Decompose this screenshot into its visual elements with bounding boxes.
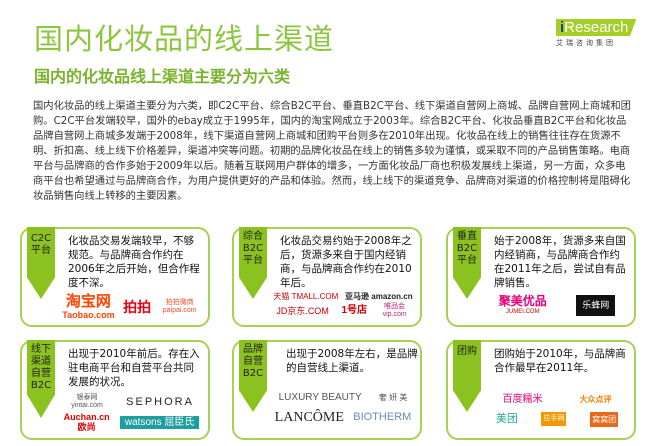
brand-logo: LANCÔME <box>274 409 344 425</box>
channel-desc: 出现于2008年左右，是品牌的自营线上渠道。 <box>286 348 418 374</box>
brand-logos: 百度糯米 大众点评 美团 拉手网 窝窝团 <box>486 394 628 427</box>
brand-logo: SEPHORA <box>126 395 194 408</box>
channel-card-vertical-b2c: 垂直B2C平台 始于2008年，货源多来自国内经销商，与品牌商合作约在2011年… <box>446 227 636 327</box>
channel-card-brand-b2c: 品牌自营B2C 出现于2008年左右，是品牌的自营线上渠道。 LUXURY BE… <box>232 340 422 440</box>
channel-tag: 团购 <box>453 340 481 412</box>
channel-card-group-buying: 团购 团购始于2010年，与品牌商合作最早在2011年。 百度糯米 大众点评 美… <box>446 340 636 440</box>
logo-sub: 艾瑞咨询集团 <box>556 39 616 47</box>
iresearch-logo: iResearch 艾瑞咨询集团 <box>556 17 637 48</box>
brand-logos: 天猫 TMALL.COM 亚马逊 amazon.cn JD京东.COM 1号店 … <box>272 292 414 319</box>
channel-tag: 品牌自营B2C <box>239 340 267 412</box>
brand-logo: BIOTHERM <box>353 411 412 424</box>
channel-card-offline-b2c: 线下渠道自营B2C 出现于2010年前后。存在入驻电商平台和自营平台共同发展的状… <box>20 340 210 440</box>
channel-tag: 垂直B2C平台 <box>453 227 481 299</box>
channel-desc: 团购始于2010年，与品牌商合作最早在2011年。 <box>494 348 626 374</box>
brand-logo: 唯品会 vip.com <box>382 303 407 319</box>
brand-logo: Taobao.com <box>62 310 115 321</box>
channel-desc: 出现于2010年前后。存在入驻电商平台和自营平台共同发展的状况。 <box>68 348 200 388</box>
brand-logo: JUMEI.COM <box>505 308 540 315</box>
brand-logo: 聚美优品 <box>498 294 547 308</box>
brand-logo: 天猫 TMALL.COM <box>273 292 339 301</box>
channel-tag: 线下渠道自营B2C <box>27 340 55 418</box>
channel-tag: 综合B2C平台 <box>239 227 267 299</box>
brand-logo: 奢 妍 美 <box>378 393 408 403</box>
channel-card-general-b2c: 综合B2C平台 化妆品交易约始于2008年之后，货源多来自于国内经销商，与品牌商… <box>232 227 422 327</box>
brand-logo: 拍拍微商 paipai.com <box>162 298 197 314</box>
brand-logo: 大众点评 <box>579 395 612 405</box>
brand-logo: Auchan.cn 欧尚 <box>63 412 110 433</box>
brand-logo: 银泰网 yintai.com <box>71 394 103 410</box>
brand-logo: 百度糯米 <box>502 394 543 405</box>
brand-logos: 聚美优品 JUMEI.COM 乐蜂网 <box>486 294 628 316</box>
brand-logo: LUXURY BEAUTY <box>278 392 362 403</box>
brand-logo: 1号店 <box>341 305 368 317</box>
brand-logos: LUXURY BEAUTY 奢 妍 美 LANCÔME BIOTHERM <box>272 392 414 426</box>
page-title: 国内化妆品的线上渠道 <box>34 22 335 56</box>
brand-logo: watsons 屈臣氏 <box>119 415 200 430</box>
page-subtitle: 国内的化妆品线上渠道主要分为六类 <box>34 67 291 86</box>
brand-logo: 美团 <box>495 412 518 425</box>
logo-brand: iResearch <box>556 19 637 36</box>
brand-logo: JD京东.COM <box>276 306 329 317</box>
brand-logos: 淘宝网 Taobao.com 拍拍 拍拍微商 paipai.com <box>60 293 202 321</box>
brand-logo: 窝窝团 <box>590 411 619 427</box>
channel-desc: 化妆品交易约始于2008年之后，货源多来自于国内经销商，与品牌商合作约在2010… <box>280 235 412 289</box>
brand-logo: 乐蜂网 <box>576 295 616 316</box>
channel-card-c2c: C2C平台 化妆品交易发端较早，不够规范。与品牌商合作约在2006年之后开始，但… <box>20 227 210 327</box>
intro-paragraph: 国内化妆品的线上渠道主要分为六类，即C2C平台、综合B2C平台、垂直B2C平台、… <box>33 100 631 202</box>
brand-logo: 拉手网 <box>541 412 567 427</box>
brand-logo: 淘宝网 <box>65 293 111 310</box>
brand-logo: 亚马逊 amazon.cn <box>345 292 413 301</box>
brand-logo: 拍拍 <box>123 298 152 315</box>
channel-desc: 始于2008年，货源多来自国内经销商，与品牌商合作约在2011年之后，尝试自有品… <box>494 235 626 289</box>
channel-desc: 化妆品交易发端较早，不够规范。与品牌商合作约在2006年之后开始，但合作程度不深… <box>68 235 200 289</box>
channel-tag: C2C平台 <box>27 227 55 299</box>
brand-logos: 银泰网 yintai.com SEPHORA Auchan.cn 欧尚 wats… <box>60 394 202 433</box>
